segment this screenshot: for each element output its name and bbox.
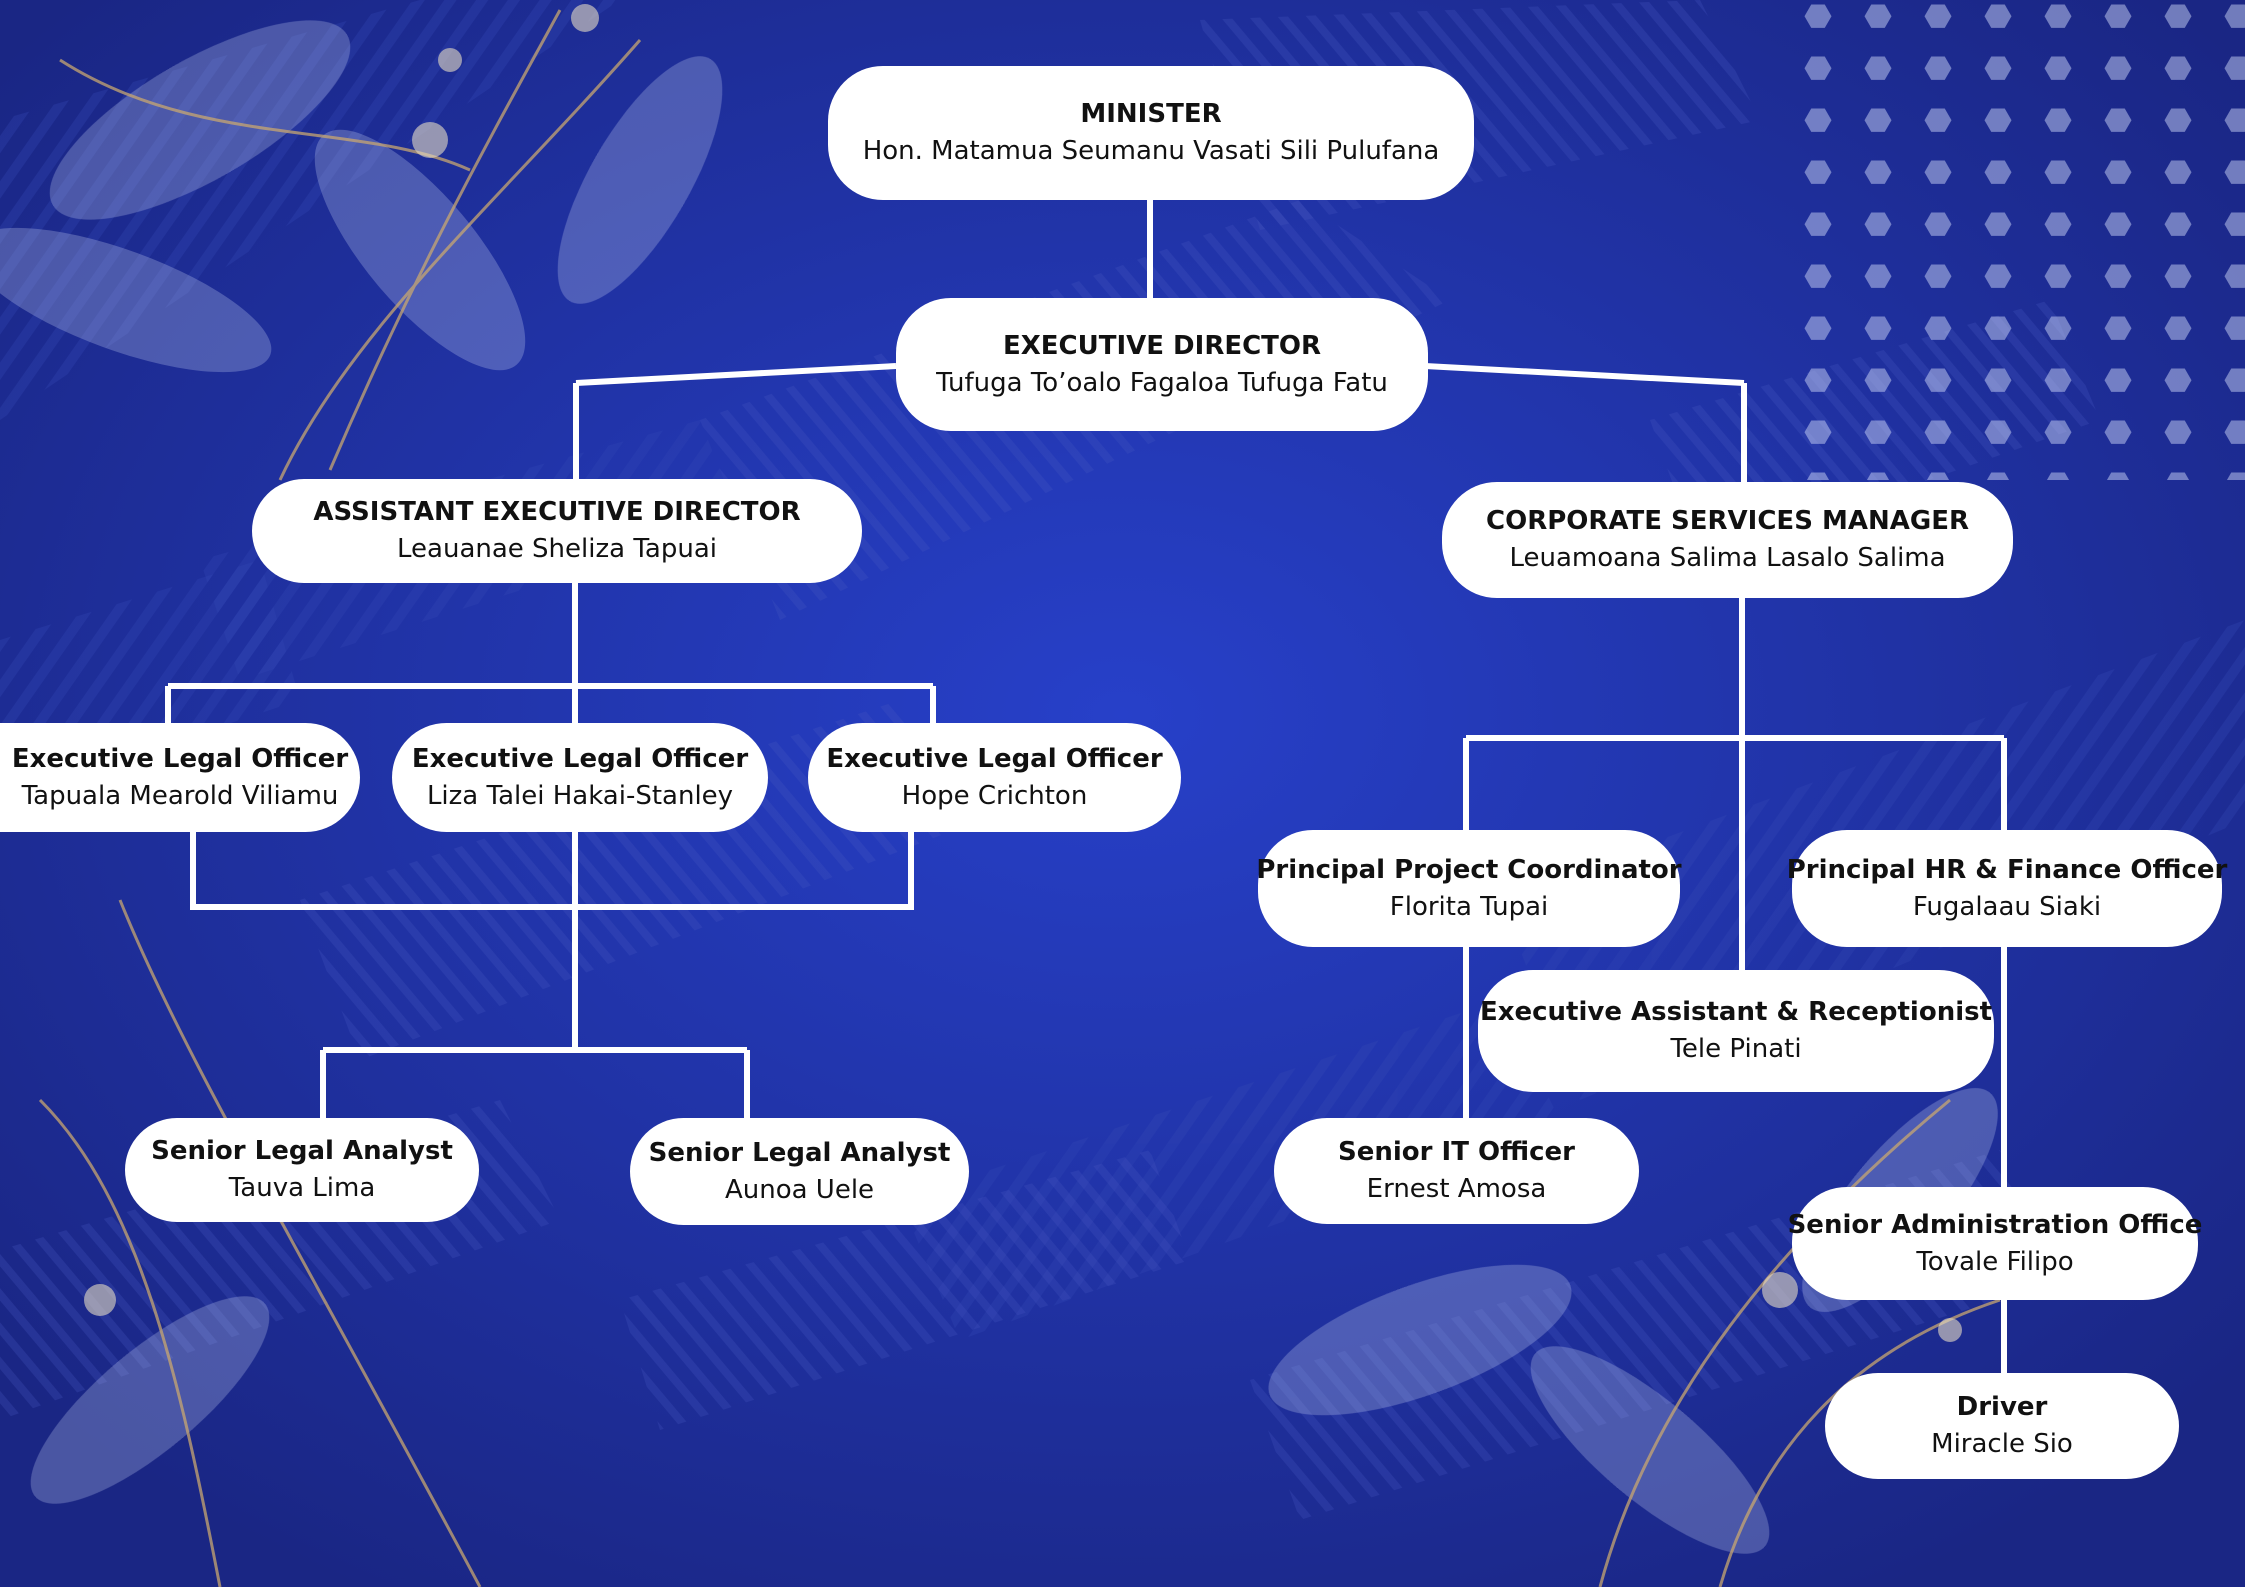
node-legal-analyst: Senior Legal Analyst Aunoa Uele <box>630 1118 969 1225</box>
node-person: Aunoa Uele <box>724 1174 875 1205</box>
node-person: Tovale Filipo <box>1916 1246 2074 1277</box>
node-it-officer: Senior IT Officer Ernest Amosa <box>1274 1118 1639 1224</box>
connector-ed-left <box>575 363 897 386</box>
node-person: Hope Crichton <box>901 780 1088 811</box>
node-person: Tauva Lima <box>228 1173 376 1203</box>
node-executive-director: EXECUTIVE DIRECTOR Tufuga To’oalo Fagalo… <box>896 298 1428 431</box>
node-role: CORPORATE SERVICES MANAGER <box>1486 506 1969 536</box>
node-person: Fugalaau Siaki <box>1912 891 2102 922</box>
node-legal-officer: Executive Legal Officer Hope Crichton <box>808 723 1181 832</box>
node-role: Senior Legal Analyst <box>151 1136 453 1166</box>
node-role: Senior IT Officer <box>1338 1137 1575 1167</box>
node-legal-officer: Executive Legal Officer Liza Talei Hakai… <box>392 723 768 832</box>
connector-ed-right <box>1424 363 1745 386</box>
node-person: Ernest Amosa <box>1366 1174 1547 1204</box>
node-legal-officer: Executive Legal Officer Tapuala Mearold … <box>0 723 360 832</box>
node-role: Principal Project Coordinator <box>1256 854 1682 885</box>
node-person: Tapuala Mearold Viliamu <box>21 780 339 811</box>
node-admin-officer: Senior Administration Office Tovale Fili… <box>1788 1187 2202 1300</box>
node-driver: Driver Miracle Sio <box>1825 1373 2179 1479</box>
node-role: Driver <box>1956 1392 2048 1422</box>
node-corporate-services-manager: CORPORATE SERVICES MANAGER Leuamoana Sal… <box>1442 482 2013 598</box>
node-role: MINISTER <box>1080 99 1222 129</box>
node-person: Florita Tupai <box>1389 891 1549 922</box>
node-role: Principal HR & Finance Officer <box>1786 854 2228 885</box>
node-project-coordinator: Principal Project Coordinator Florita Tu… <box>1256 830 1682 947</box>
node-role: Senior Administration Office <box>1787 1209 2203 1240</box>
node-person: Hon. Matamua Seumanu Vasati Sili Pulufan… <box>862 136 1440 166</box>
node-person: Leuamoana Salima Lasalo Salima <box>1509 543 1946 573</box>
node-person: Tele Pinati <box>1670 1034 1802 1064</box>
node-minister: MINISTER Hon. Matamua Seumanu Vasati Sil… <box>828 66 1474 200</box>
node-role: Senior Legal Analyst <box>648 1137 951 1168</box>
node-role: Executive Legal Officer <box>11 743 349 774</box>
node-hr-finance-officer: Principal HR & Finance Officer Fugalaau … <box>1787 830 2227 947</box>
node-assistant-executive-director: ASSISTANT EXECUTIVE DIRECTOR Leauanae Sh… <box>252 479 862 583</box>
node-role: EXECUTIVE DIRECTOR <box>1002 330 1322 361</box>
node-person: Leauanae Sheliza Tapuai <box>397 534 717 564</box>
node-role: Executive Assistant & Receptionist <box>1479 997 1993 1027</box>
node-person: Liza Talei Hakai-Stanley <box>426 780 734 811</box>
node-legal-analyst: Senior Legal Analyst Tauva Lima <box>125 1118 479 1222</box>
node-role: Executive Legal Officer <box>411 743 749 774</box>
node-person: Miracle Sio <box>1931 1429 2073 1459</box>
node-role: Executive Legal Officer <box>826 743 1163 774</box>
node-person: Tufuga To’oalo Fagaloa Tufuga Fatu <box>936 367 1388 398</box>
node-role: ASSISTANT EXECUTIVE DIRECTOR <box>313 497 801 527</box>
node-executive-assistant: Executive Assistant & Receptionist Tele … <box>1478 970 1994 1092</box>
